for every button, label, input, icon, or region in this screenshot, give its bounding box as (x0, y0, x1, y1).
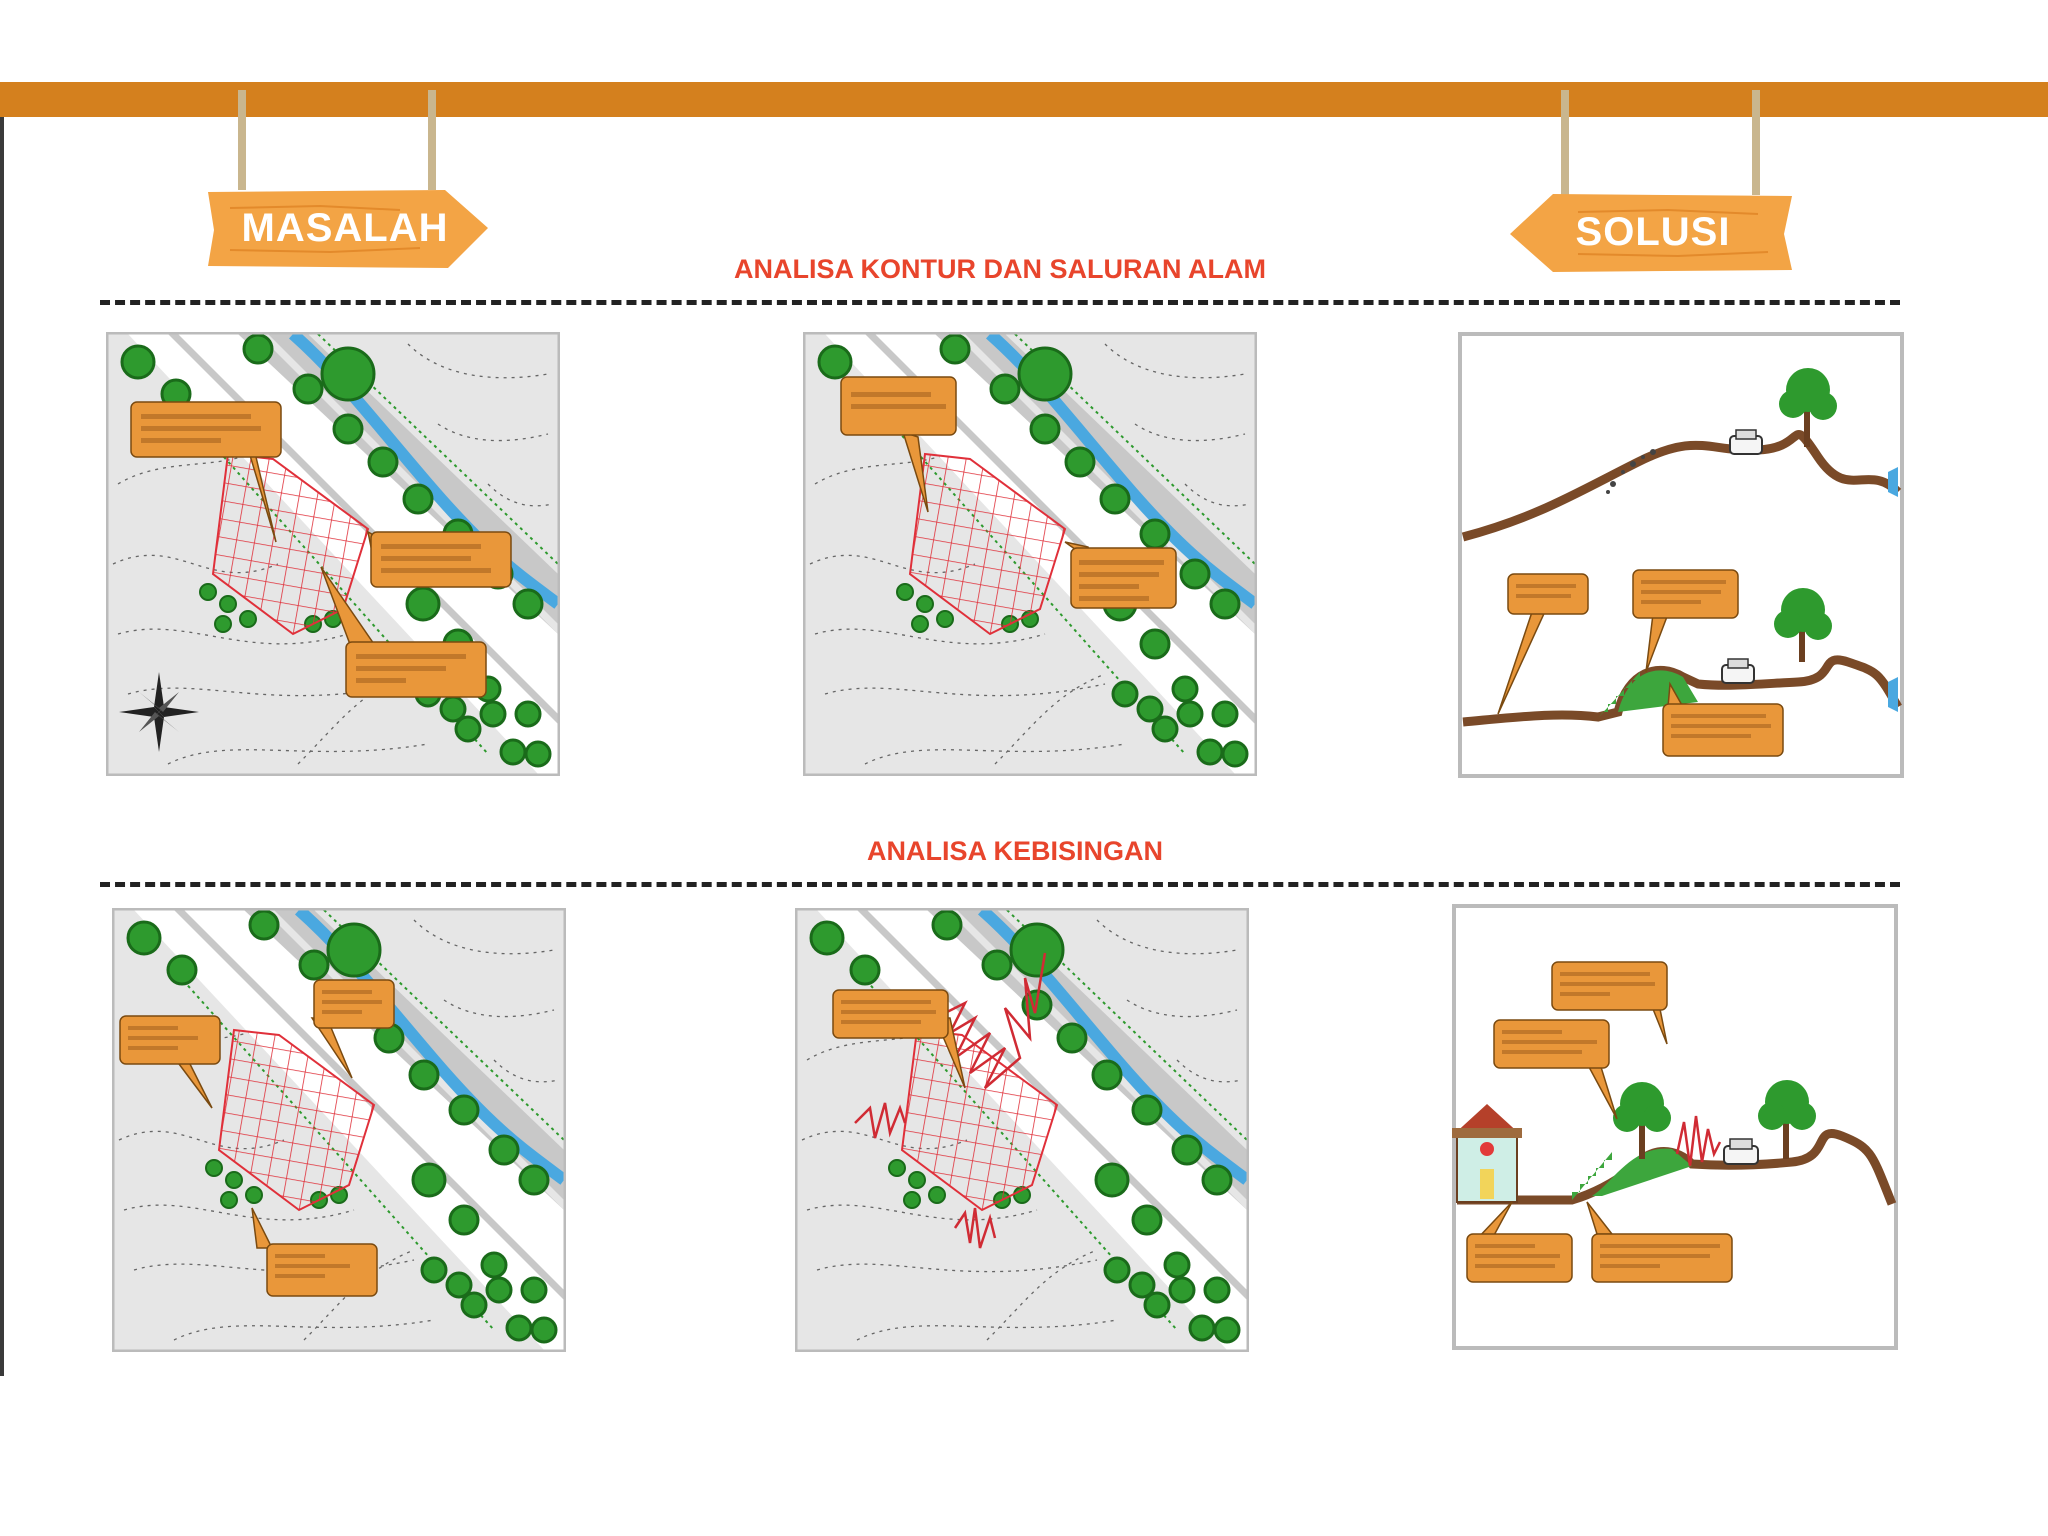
house-icon (1452, 1104, 1522, 1203)
left-border (0, 82, 4, 1376)
solusi-label: SOLUSI (1575, 210, 1731, 254)
section-title-noise: ANALISA KEBISINGAN (866, 836, 1163, 866)
solusi-sign: SOLUSI (1508, 190, 1798, 275)
sign-post (1561, 90, 1569, 195)
solution-noise-section (1452, 904, 1898, 1350)
sign-post (1752, 90, 1760, 195)
tree-icon (1758, 1080, 1816, 1159)
problem-noise-siteplan (112, 908, 566, 1352)
compass-rose-icon (119, 672, 199, 752)
tree-icon (1613, 1082, 1671, 1159)
car-icon (1729, 429, 1763, 455)
masalah-sign: MASALAH (200, 186, 490, 271)
car-icon (1721, 658, 1755, 684)
section-divider (100, 300, 1900, 305)
tree-icon (1774, 588, 1832, 662)
tree-icon (1779, 368, 1837, 447)
masalah-label: MASALAH (241, 206, 449, 250)
sign-post (238, 90, 246, 190)
solution-contour-section (1458, 332, 1904, 778)
noise-wave-icon (1675, 1115, 1722, 1167)
top-banner (0, 82, 2048, 117)
section-title-contour: ANALISA KONTUR DAN SALURAN ALAM (734, 254, 1266, 284)
noise-wave-icon (854, 952, 1047, 1249)
problem-contour-siteplan (106, 332, 560, 776)
sign-post (428, 90, 436, 190)
problem-noise-siteplan-2 (795, 908, 1249, 1352)
car-icon (1723, 1138, 1759, 1165)
section-divider (100, 882, 1900, 887)
problem-contour-siteplan-2 (803, 332, 1257, 776)
